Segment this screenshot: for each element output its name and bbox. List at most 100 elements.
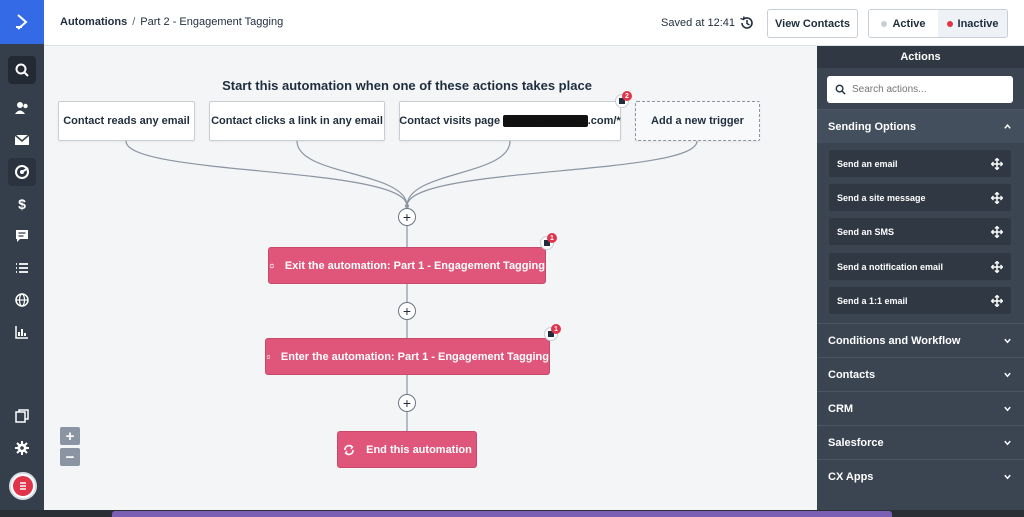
nav-search[interactable] [8, 56, 36, 84]
section-crm[interactable]: CRM [817, 391, 1024, 425]
add-trigger-button[interactable]: Add a new trigger [635, 101, 760, 141]
chevron-down-icon [1004, 440, 1011, 446]
item-label: Send a notification email [837, 261, 944, 272]
history-icon[interactable] [739, 15, 755, 31]
chevron-up-icon [1004, 124, 1011, 129]
action-enter-automation[interactable]: Enter the automation: Part 1 - Engagemen… [265, 338, 550, 375]
zoom-out-button[interactable]: − [60, 448, 80, 466]
list-icon [16, 263, 28, 273]
search-box[interactable] [827, 76, 1013, 103]
zoom-in-button[interactable]: + [60, 427, 80, 445]
nav-pages[interactable] [8, 402, 36, 430]
note-icon [544, 240, 550, 246]
trigger-label-prefix: Contact visits page [399, 115, 504, 127]
automation-arrows-icon [344, 444, 354, 455]
drag-move-icon[interactable] [991, 260, 1003, 273]
action-note-badge[interactable]: 1 [540, 233, 557, 250]
trigger-visits-page[interactable]: Contact visits page soilthedirtguide.com… [399, 101, 621, 141]
trigger-label: Contact reads any email [63, 115, 190, 127]
inactive-dot [946, 20, 953, 27]
action-send-one-to-one-email[interactable]: Send a 1:1 email [829, 287, 1011, 314]
item-label: Send a 1:1 email [837, 295, 908, 306]
action-exit-automation[interactable]: Exit the automation: Part 1 - Engagement… [268, 247, 546, 284]
add-step-button[interactable]: + [398, 208, 416, 226]
top-header: Automations/Part 2 - Engagement Tagging … [44, 0, 1024, 46]
status-inactive-option[interactable]: Inactive [938, 10, 1007, 37]
search-icon [835, 84, 846, 95]
chevron-down-icon [1004, 474, 1011, 480]
automation-canvas[interactable]: Start this automation when one of these … [44, 46, 817, 510]
breadcrumb-separator: / [132, 16, 136, 28]
action-end-automation[interactable]: End this automation [337, 431, 477, 468]
section-contacts[interactable]: Contacts [817, 357, 1024, 391]
note-icon [619, 98, 625, 104]
status-toggle: Active Inactive [868, 9, 1008, 38]
nav-contacts[interactable] [8, 94, 36, 122]
section-label: Conditions and Workflow [828, 334, 961, 347]
gear-icon [15, 441, 29, 455]
trigger-clicks-link[interactable]: Contact clicks a link in any email [209, 101, 385, 141]
drag-move-icon[interactable] [991, 191, 1003, 204]
action-send-notification-email[interactable]: Send a notification email [829, 253, 1011, 280]
badge-count: 1 [551, 324, 561, 334]
automation-arrows-icon [266, 354, 271, 359]
canvas-title: Start this automation when one of these … [222, 78, 592, 93]
action-send-site-message[interactable]: Send a site message [829, 184, 1011, 211]
breadcrumb-current: Part 2 - Engagement Tagging [140, 16, 284, 28]
nav-conversations[interactable] [8, 222, 36, 250]
nav-deals[interactable]: $ [8, 190, 36, 218]
svg-text:$: $ [18, 196, 26, 212]
section-label: Salesforce [828, 436, 884, 449]
connector-lines [125, 140, 698, 431]
add-step-button[interactable]: + [398, 302, 416, 320]
active-dot [881, 20, 888, 27]
nav-lists[interactable] [8, 254, 36, 282]
mail-icon [14, 134, 30, 145]
action-send-email[interactable]: Send an email [829, 150, 1011, 177]
action-label: End this automation [366, 443, 472, 456]
add-step-button[interactable]: + [398, 394, 416, 412]
breadcrumb-automations-link[interactable]: Automations [60, 16, 128, 28]
section-conditions-workflow[interactable]: Conditions and Workflow [817, 323, 1024, 357]
breadcrumb: Automations / Part 2 - Engagement Tagging [60, 16, 283, 28]
app-logo[interactable] [0, 0, 44, 44]
chevron-down-icon [1004, 338, 1011, 344]
badge-count: 1 [547, 233, 557, 243]
action-label: Exit the automation: Part 1 - Engagement… [284, 259, 545, 272]
nav-reports[interactable] [8, 318, 36, 346]
dollar-icon: $ [18, 196, 26, 212]
chart-icon [15, 326, 28, 339]
drag-move-icon[interactable] [991, 294, 1003, 307]
search-actions-input[interactable] [852, 84, 1002, 95]
trigger-redacted-domain: soilthedirtguide [503, 115, 588, 127]
section-salesforce[interactable]: Salesforce [817, 425, 1024, 459]
nav-settings[interactable] [8, 434, 36, 462]
user-avatar[interactable] [9, 472, 37, 500]
nav-website[interactable] [8, 286, 36, 314]
section-cx-apps[interactable]: CX Apps [817, 459, 1024, 493]
status-active-option[interactable]: Active [869, 10, 938, 37]
automation-arrows-icon [269, 263, 274, 268]
saved-status: Saved at 12:41 [661, 17, 736, 29]
action-label: Enter the automation: Part 1 - Engagemen… [280, 350, 549, 363]
chevron-right-icon [16, 14, 28, 30]
item-label: Send an SMS [837, 226, 895, 237]
action-send-sms[interactable]: Send an SMS [829, 218, 1011, 245]
chevron-down-icon [1004, 372, 1011, 378]
trigger-label: Contact clicks a link in any email [211, 115, 383, 127]
section-label: CX Apps [828, 470, 874, 483]
action-note-badge[interactable]: 1 [544, 324, 561, 341]
view-contacts-button[interactable]: View Contacts [767, 9, 858, 38]
pages-icon [15, 409, 29, 423]
section-label: Contacts [828, 368, 876, 381]
section-sending-options[interactable]: Sending Options [817, 109, 1024, 143]
trigger-reads-email[interactable]: Contact reads any email [58, 101, 195, 141]
trigger-label: Add a new trigger [651, 115, 744, 127]
nav-automations[interactable] [8, 158, 36, 186]
section-label: Sending Options [828, 120, 916, 133]
item-label: Send an email [837, 158, 898, 169]
drag-move-icon[interactable] [991, 157, 1003, 170]
nav-campaigns[interactable] [8, 126, 36, 154]
trigger-note-badge[interactable]: 2 [615, 91, 632, 108]
drag-move-icon[interactable] [991, 225, 1003, 238]
